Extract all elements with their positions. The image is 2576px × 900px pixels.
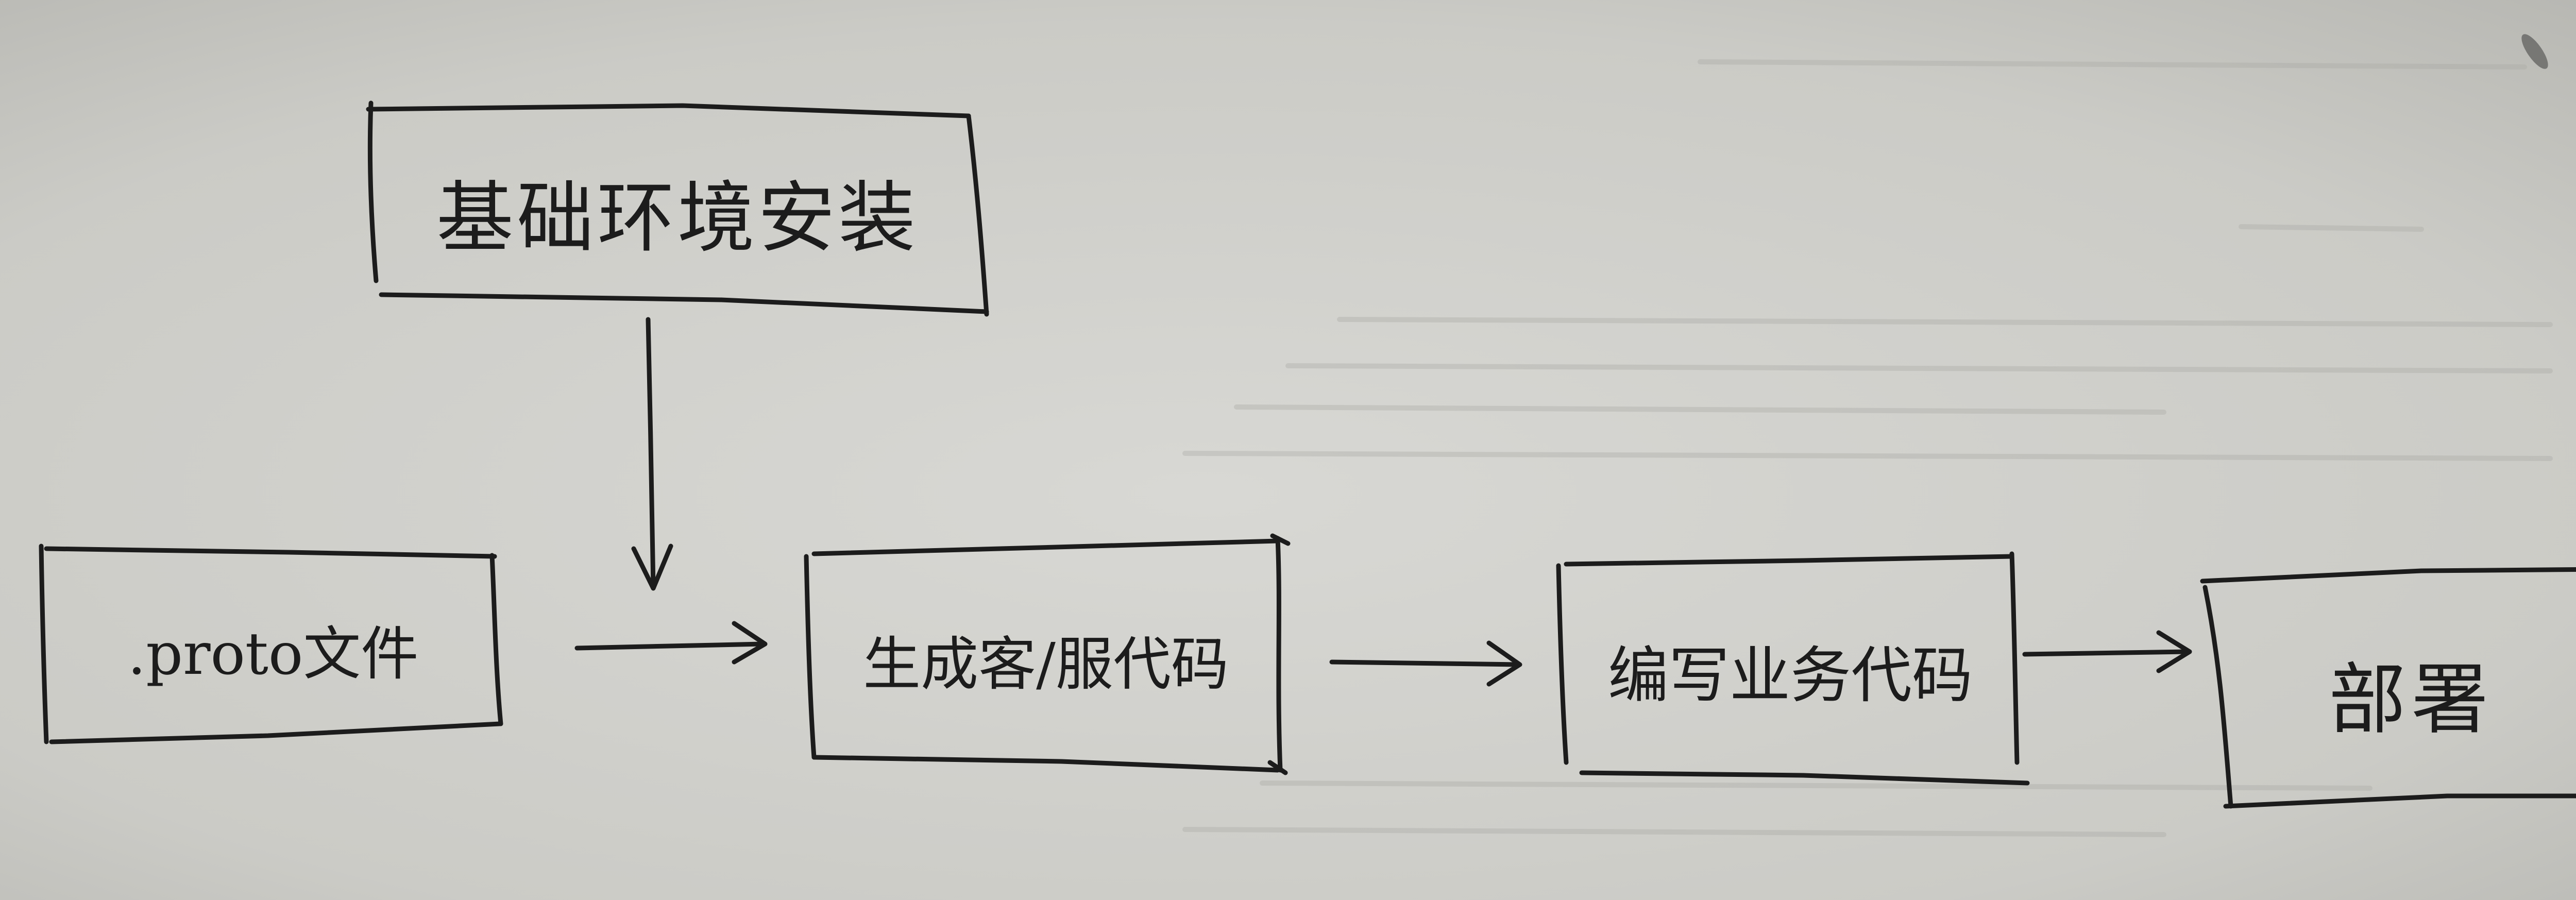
edge-env-install-to-generate-code [631, 317, 673, 591]
node-label-generate-code: 生成客/服代码 [863, 631, 1229, 698]
node-label-write-code: 编写业务代码 [1607, 639, 1973, 711]
node-label-proto-file: .proto文件 [127, 621, 419, 688]
node-box-write-code [1556, 551, 2030, 786]
node-box-proto-file [39, 544, 503, 744]
node-box-env-install [366, 100, 989, 317]
edge-proto-to-generate-code [574, 621, 768, 665]
edge-generate-to-write-code [1329, 640, 1522, 687]
node-label-env-install: 基础环境安装 [436, 173, 919, 263]
node-label-deploy: 部署 [2328, 655, 2494, 745]
node-box-generate-code [804, 533, 1291, 775]
node-box-deploy [2200, 567, 2576, 809]
edge-write-to-deploy [2022, 630, 2192, 673]
